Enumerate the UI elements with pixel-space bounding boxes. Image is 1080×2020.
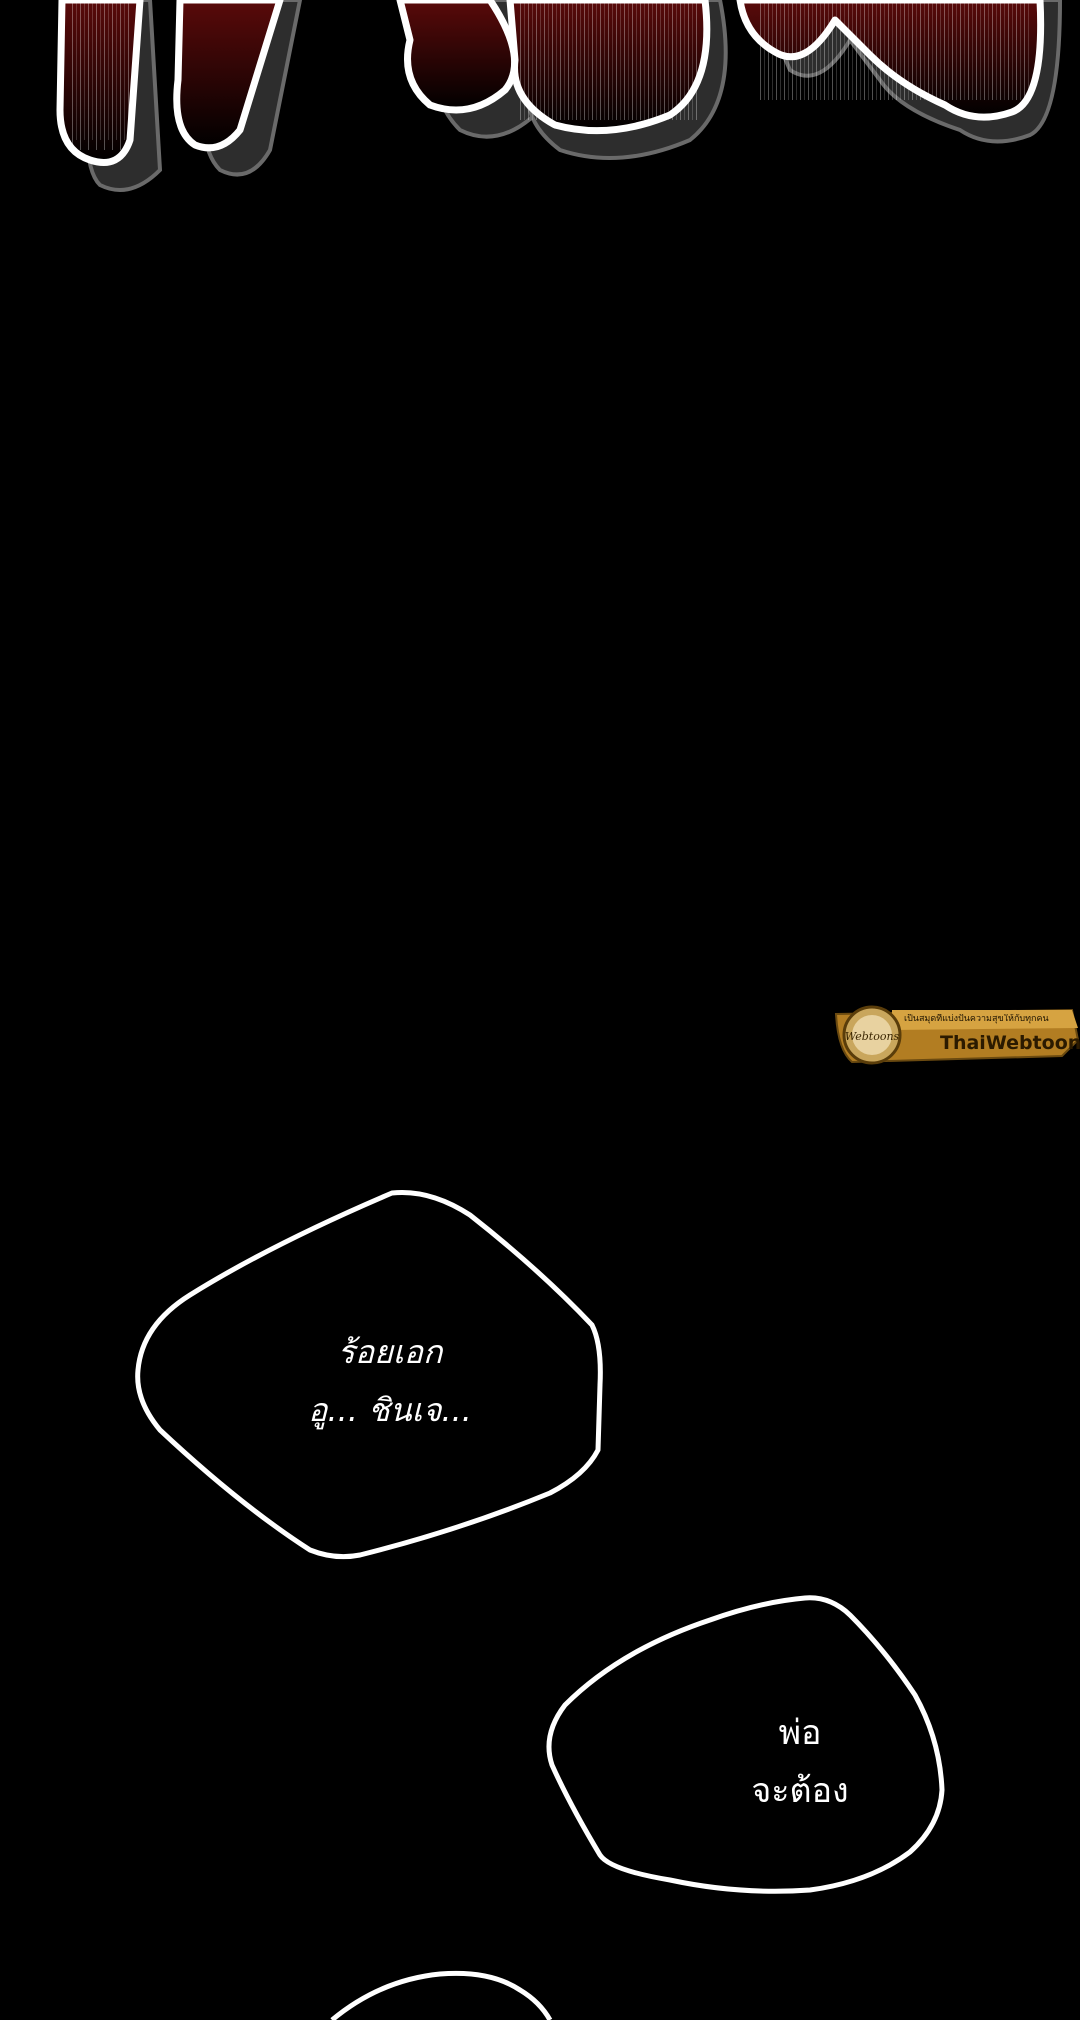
bubble-line: อู... ชินเจ... — [308, 1391, 472, 1429]
thaiwebtoon-watermark: Webtoons เป็นสมุดที่แบ่งปันความสุขให้กับ… — [832, 1000, 1080, 1070]
bubble-text: ร้อยเอก อู... ชินเจ... — [130, 1323, 650, 1439]
bubble-line: พ่อ — [778, 1713, 822, 1753]
bubble-text: พ่อ จะต้อง — [570, 1704, 1030, 1820]
watermark-name: ThaiWebtoon — [940, 1032, 1080, 1054]
bubble-line: ร้อยเอก — [337, 1333, 443, 1371]
speech-bubble: พ่อ จะต้อง — [540, 1590, 960, 1910]
speech-bubble-partial — [320, 1960, 560, 2020]
title-lettering-art — [56, 0, 1063, 192]
thaiwebtoons-badge-icon: Webtoons — [834, 1005, 1080, 1065]
speech-bubble-outline — [330, 1970, 553, 2020]
watermark-tagline: เป็นสมุดที่แบ่งปันความสุขให้กับทุกคน — [904, 1014, 1049, 1024]
speech-bubble-outline — [546, 1595, 945, 1894]
svg-text:Webtoons: Webtoons — [845, 1030, 900, 1043]
speech-bubble-outline — [135, 1190, 603, 1560]
speech-bubble: ร้อยเอก อู... ชินเจ... — [130, 1185, 610, 1560]
bubble-line: จะต้อง — [751, 1771, 849, 1811]
